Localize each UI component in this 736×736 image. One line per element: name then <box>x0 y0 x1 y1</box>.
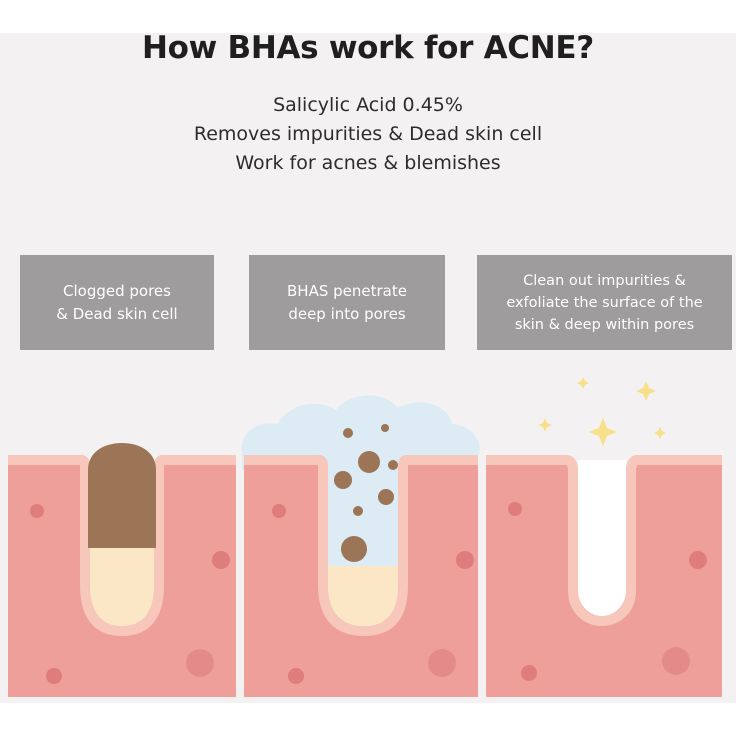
sparkle-icon <box>538 418 552 432</box>
step-3-label: Clean out impurities & exfoliate the sur… <box>477 255 732 350</box>
impurity-particle <box>353 506 363 516</box>
skin-dot <box>272 504 286 518</box>
skin-surface <box>244 455 478 637</box>
step-2-line-1: BHAS penetrate <box>287 281 407 300</box>
panel-clean-pore <box>486 377 722 697</box>
step-2-line-2: deep into pores <box>288 304 406 323</box>
sparkle-icon <box>636 381 656 401</box>
step-2-label: BHAS penetrate deep into pores <box>249 255 445 350</box>
step-3-line-3: skin & deep within pores <box>514 316 695 333</box>
page-title: How BHAs work for ACNE? <box>142 30 594 66</box>
skin-surface <box>8 455 236 637</box>
bha-cloud <box>241 395 480 470</box>
skin-tissue <box>244 455 478 697</box>
impurity-particle <box>343 428 353 438</box>
skin-dot <box>30 504 44 518</box>
skin-dot <box>46 668 62 684</box>
subtitle-line-2: Removes impurities & Dead skin cell <box>193 123 543 145</box>
subtitle-line-3: Work for acnes & blemishes <box>235 152 501 174</box>
skin-dot <box>456 551 474 569</box>
impurity-particle <box>358 451 380 473</box>
skin-dot <box>521 665 537 681</box>
impurity-particle <box>381 424 389 432</box>
skin-dot <box>288 668 304 684</box>
sparkle-icon <box>577 377 589 389</box>
impurity-particle <box>388 460 398 470</box>
step-1-line-2: & Dead skin cell <box>56 304 178 323</box>
impurity-particle <box>378 489 394 505</box>
skin-tissue <box>486 455 722 697</box>
step-3-line-1: Clean out impurities & <box>523 272 686 289</box>
impurity-particle <box>341 536 367 562</box>
skin-dot <box>186 649 214 677</box>
impurity-particle <box>334 471 352 489</box>
skin-dot <box>428 649 456 677</box>
step-3-line-2: exfoliate the surface of the <box>506 294 703 311</box>
panel-bha-penetrate <box>241 395 480 697</box>
skin-tissue <box>8 455 236 697</box>
panel-clogged-pore <box>8 443 236 697</box>
step-1-label: Clogged pores & Dead skin cell <box>20 255 214 350</box>
skin-surface <box>486 455 722 627</box>
skin-dot <box>508 502 522 516</box>
sparkle-icon <box>589 418 617 446</box>
skin-dot <box>662 647 690 675</box>
subtitle-line-1: Salicylic Acid 0.45% <box>273 94 463 116</box>
skin-dot <box>689 551 707 569</box>
clean-pore-opening <box>578 460 626 616</box>
pore-fill <box>328 566 398 626</box>
sparkle-icon <box>654 427 666 439</box>
step-1-line-1: Clogged pores <box>63 281 171 300</box>
skin-dot <box>212 551 230 569</box>
dead-skin-plug <box>88 443 156 548</box>
